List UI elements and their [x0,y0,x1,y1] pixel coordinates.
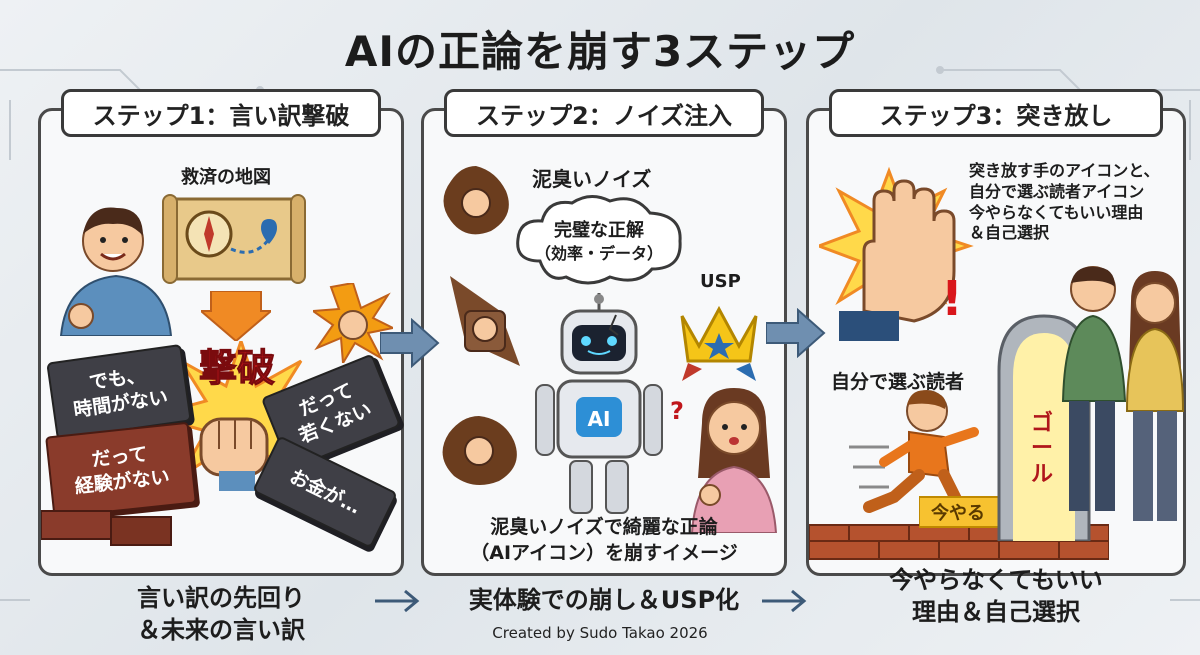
person-holding-map-icon [59,207,173,336]
punch-burst-icon [313,283,393,363]
arrow-step2-to-step3 [766,308,826,358]
step3-caption: 今やらなくてもいい 理由＆自己選択 [806,564,1186,629]
step1-caption: 言い訳の先回り ＆未来の言い訳 [38,582,404,647]
step3-note-line1: 突き放す手のアイコンと、 [969,161,1160,180]
step2-description-line2: （AIアイコン）を崩すイメージ [470,541,738,564]
page-title: AIの正論を崩す3ステップ [344,27,856,76]
step3-caption-line2: 理由＆自己選択 [912,598,1080,627]
mud-splash-icon [443,166,509,235]
mud-splash-icon-2 [450,276,520,366]
step1-panel: ステップ1：言い訳撃破 救済の地図 撃破 でも、 時間がない [38,89,404,576]
perfect-answer-line1: 完璧な正解 [554,220,644,241]
step2-panel: ステップ2：ノイズ注入 泥臭いノイズ 完璧な正解 （効率・データ） [421,89,787,576]
stop-hand-icon [819,166,974,341]
now-label: 今やる [931,503,985,524]
step2-header: ステップ2：ノイズ注入 [444,89,764,137]
brick-rubble-icon [41,510,172,546]
question-mark: ? [670,397,684,425]
step3-note: 突き放す手のアイコンと、 自分で選ぶ読者アイコン 今やらなくてもいい理由 ＆自己… [969,161,1160,244]
treasure-map-icon [162,194,306,284]
step2-caption-line1: 実体験での崩し＆USP化 [468,586,740,614]
step1-caption-line2: ＆未来の言い訳 [137,616,305,645]
reader-label: 自分で選ぶ読者 [831,371,965,393]
smash-label: 撃破 [198,346,276,391]
credit-text: Created by Sudo Takao 2026 [492,624,708,642]
step1-caption-line1: 言い訳の先回り [137,584,305,612]
exclamation-mark: ! [941,271,963,327]
thought-cloud-icon [516,195,682,285]
perfect-answer-line2: （効率・データ） [534,244,663,264]
map-label: 救済の地図 [181,167,271,188]
step2-description: 泥臭いノイズで綺麗な正論 （AIアイコン）を崩すイメージ [424,515,784,566]
down-arrow-icon [201,291,271,341]
step3-panel: ステップ3：突き放し 突き放す手のアイコンと、 自分で選ぶ読者アイコン 今やらな… [806,89,1186,576]
mud-splash-icon-3 [442,416,517,485]
goal-label: ゴール [1027,411,1057,487]
arrow-caption1-to-caption2 [375,589,420,613]
arrow-caption2-to-caption3 [762,589,807,613]
step1-header: ステップ1：言い訳撃破 [61,89,381,137]
step2-description-line1: 泥臭いノイズで綺麗な正論 [490,516,718,538]
confused-woman-icon [690,388,778,533]
robot-ai-icon [535,293,663,514]
step3-note-line3: 今やらなくてもいい理由 [969,202,1144,222]
step3-note-line4: ＆自己選択 [969,223,1050,243]
usp-label: USP [700,271,741,292]
goal-label-text: ゴール [1030,411,1053,487]
arrow-step1-to-step2 [380,318,440,368]
step2-caption: 実体験での崩し＆USP化 [421,584,787,616]
step3-caption-line1: 今やらなくてもいい [889,566,1103,594]
couple-watching-icon [1061,266,1185,521]
noise-label: 泥臭いノイズ [532,167,652,191]
step3-header: ステップ3：突き放し [829,89,1163,137]
step3-note-line2: 自分で選ぶ読者アイコン [969,181,1145,201]
fist-icon [199,417,269,491]
perfect-answer-label: 完璧な正解 （効率・データ） [524,219,674,265]
robot-ai-label: AI [587,407,611,431]
crown-usp-icon [680,305,758,381]
